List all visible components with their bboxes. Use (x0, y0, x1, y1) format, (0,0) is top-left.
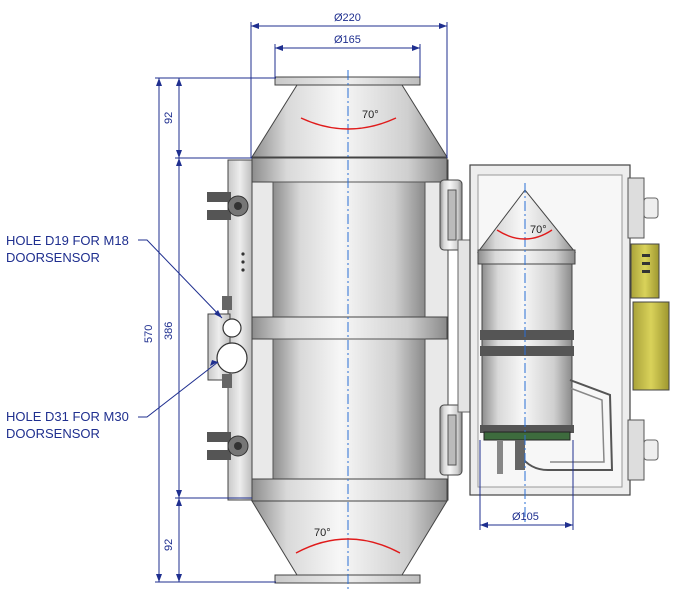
filter-cone-angle: 70° (530, 224, 547, 236)
filter-cone-angle-arc (496, 229, 553, 240)
door-stop-bottom (627, 419, 645, 481)
filter-band-3 (480, 425, 574, 433)
dim-body-height: 386 (163, 322, 175, 340)
dimension-arrows (156, 23, 573, 582)
dimension-lines (138, 22, 574, 583)
door-latch-bottom (207, 432, 249, 460)
bottom-cone-angle-arc (295, 538, 401, 554)
filter-collar (477, 249, 576, 265)
door-screws (241, 252, 245, 272)
open-door (469, 164, 659, 496)
note-hole-m18-line2: DOORSENSOR (6, 250, 100, 265)
body-upper-panel (272, 181, 426, 318)
top-cone-angle: 70° (362, 109, 379, 121)
dim-overall-diameter: Ø220 (334, 12, 361, 24)
note-hole-m18-line1: HOLE D19 FOR M18 (6, 233, 129, 248)
top-cone (251, 84, 448, 158)
body-mid-band (251, 316, 448, 340)
bottom-cone (251, 500, 448, 576)
main-housing (227, 76, 449, 584)
bottom-cone-angle: 70° (314, 527, 331, 539)
body-lower-panel (272, 338, 426, 480)
body-band-top (251, 157, 448, 183)
top-cone-angle-arc (300, 117, 397, 130)
hole-d19 (222, 318, 242, 338)
hinges (439, 179, 471, 476)
filter-band-2 (480, 346, 574, 356)
dim-bottom-cone-height: 92 (163, 539, 175, 551)
door-sensor-lower (632, 301, 670, 391)
filter-band-1 (480, 330, 574, 340)
dim-top-cone-height: 92 (163, 112, 175, 124)
dim-filter-diameter: Ø105 (512, 511, 539, 523)
door-latch-top (207, 192, 249, 220)
dim-total-height: 570 (143, 325, 155, 343)
dim-flange-diameter: Ø165 (334, 34, 361, 46)
note-hole-m30-line1: HOLE D31 FOR M30 (6, 409, 129, 424)
note-hole-m30-line2: DOORSENSOR (6, 426, 100, 441)
hole-d31 (216, 342, 248, 374)
door-stop-top (627, 177, 645, 239)
body-band-bottom (251, 478, 448, 502)
